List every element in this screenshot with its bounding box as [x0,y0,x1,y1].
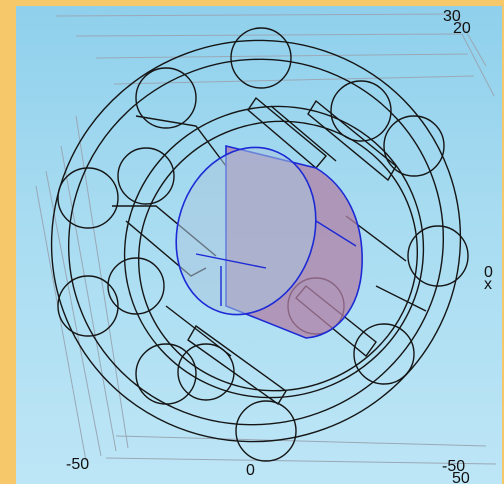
axis-tick-label: -50 [442,458,466,475]
axis-tick-label: 30 [443,8,461,25]
axis-tick-label: 50 [452,470,470,484]
axis-tick-label: 20 [453,20,471,37]
graphics-viewport[interactable]: 30 20 0 x -50 0 -50 50 [16,6,502,484]
selected-cylinder[interactable] [155,129,363,339]
axis-tick-label: 0 [484,264,493,281]
axis-tick-label: -50 [66,456,90,473]
axis-letter-label: x [484,276,492,293]
geometry-canvas[interactable] [16,6,502,484]
axis-tick-label: 0 [246,462,255,479]
